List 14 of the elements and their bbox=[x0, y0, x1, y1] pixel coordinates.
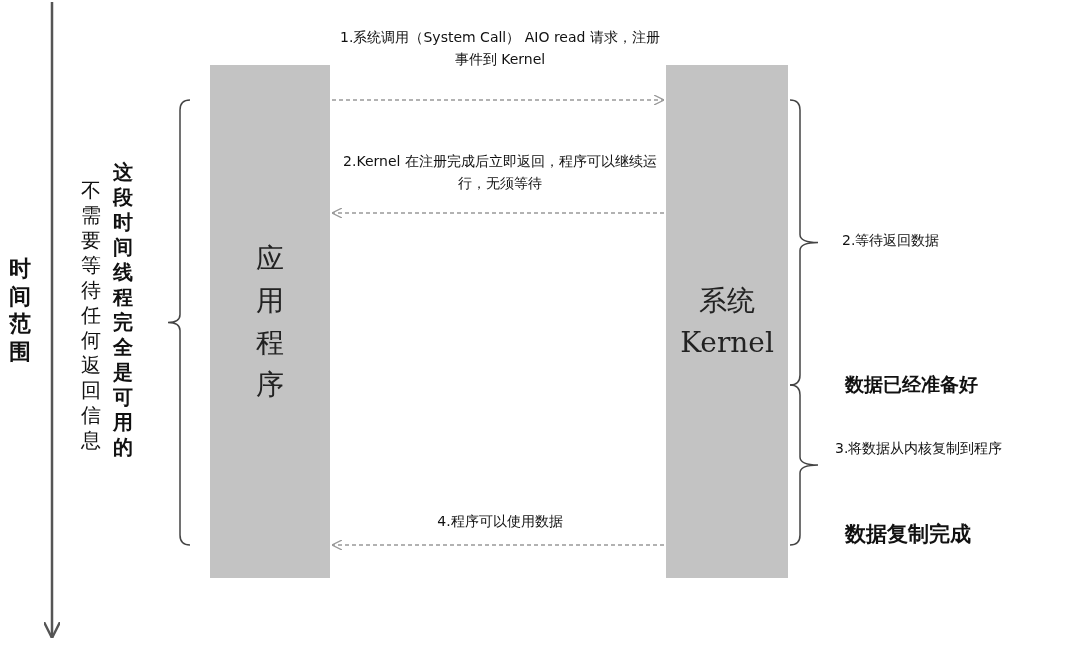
annotation-text: 数据已经准备好 bbox=[845, 372, 979, 397]
lifeline-bar bbox=[210, 65, 330, 578]
arrow bbox=[331, 207, 665, 219]
lifeline-bar bbox=[666, 65, 788, 578]
annotation-text: 时间范围 bbox=[8, 255, 32, 365]
annotation-text: 不需要等待任何返回信息 bbox=[80, 178, 101, 453]
annotation-text: 数据复制完成 bbox=[845, 521, 972, 548]
participant-name: 系统 Kernel bbox=[679, 282, 775, 361]
annotation-text: 这段时间线程完全是可用的 bbox=[112, 160, 133, 460]
arrow bbox=[331, 94, 665, 106]
annotation-text: 2.等待返回数据 bbox=[842, 232, 941, 250]
arrow bbox=[331, 539, 665, 551]
annotation-text: 3.将数据从内核复制到程序 bbox=[835, 440, 1004, 458]
participant-name: 应用程序 bbox=[255, 240, 285, 403]
